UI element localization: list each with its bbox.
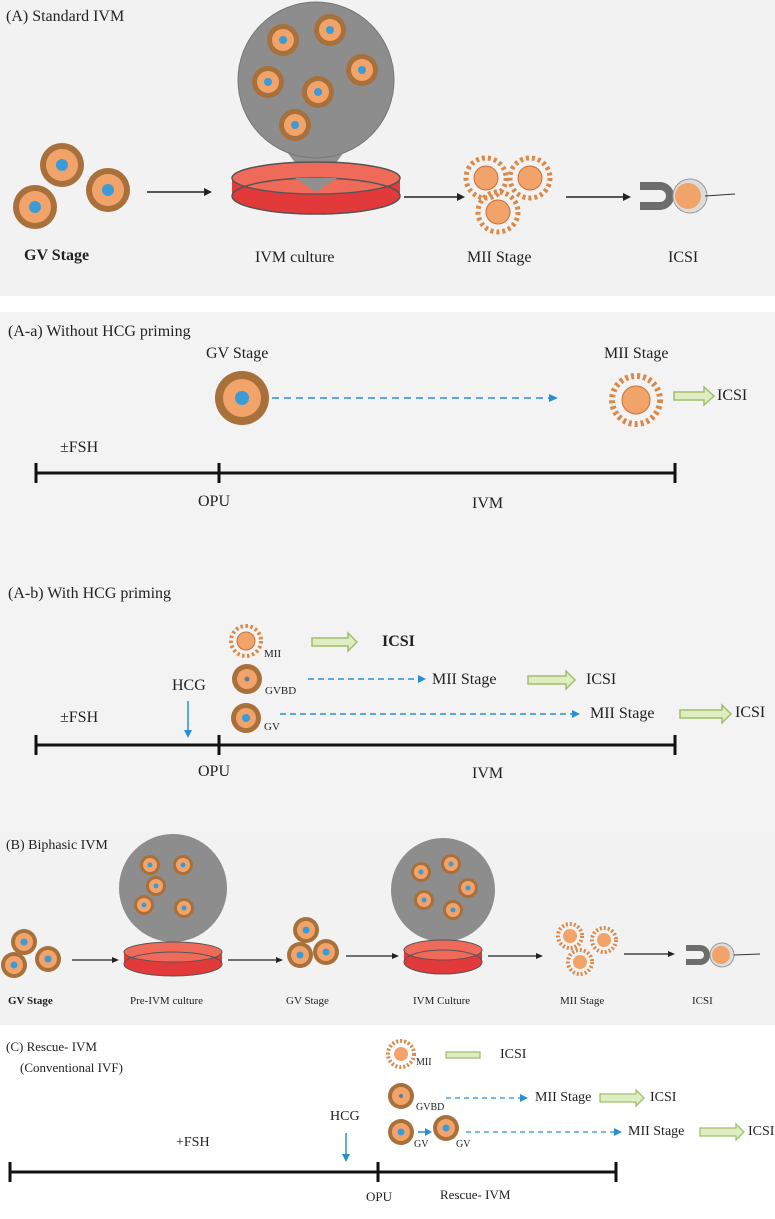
ab-opu: OPU: [198, 763, 231, 780]
c-fsh: +FSH: [176, 1135, 210, 1150]
c-icsi-2: ICSI: [650, 1090, 677, 1105]
c-gvbd: GVBD: [416, 1102, 445, 1113]
aa-icsi: ICSI: [717, 387, 748, 404]
c-gv-b: GV: [456, 1139, 471, 1150]
priming-graphics: [34, 371, 733, 755]
ab-gv: GV: [264, 721, 280, 733]
panel-a-title: (A) Standard IVM: [6, 8, 125, 25]
green-arrow-aa: [673, 385, 716, 407]
panel-c-title: (C) Rescue- IVM: [6, 1039, 97, 1054]
mii-oocyte-group: [463, 155, 553, 235]
aa-opu: OPU: [198, 493, 231, 510]
gvbd-oocyte-ab: [232, 664, 262, 694]
green-arrow-ab3: [679, 703, 733, 725]
mii-oocyte-aa: [609, 373, 663, 427]
aa-gv-stage: GV Stage: [206, 345, 269, 362]
ab-hcg: HCG: [172, 677, 206, 694]
ab-mii-stage-1: MII Stage: [432, 671, 497, 688]
c-mii-stage-1: MII Stage: [535, 1090, 592, 1105]
ab-mii-stage-2: MII Stage: [590, 705, 655, 722]
panel-b-graphics: [1, 834, 761, 978]
c-mii-stage-2: MII Stage: [628, 1124, 685, 1139]
b-gv-stage-1: GV Stage: [8, 995, 53, 1007]
gv-oocyte-ab: [231, 703, 261, 733]
green-arrow-ab2: [527, 669, 577, 691]
aa-ivm: IVM: [472, 495, 504, 512]
panel-biphasic-ivm: (B) Biphasic IVM GV Stage Pre-IVM cultur…: [0, 830, 775, 1025]
c-icsi-3: ICSI: [748, 1124, 775, 1139]
magnifier-bubble: [237, 1, 395, 190]
mii-stage-label: MII Stage: [467, 249, 532, 266]
ab-icsi-2: ICSI: [586, 671, 617, 688]
ab-ivm: IVM: [472, 765, 504, 782]
c-gv-a: GV: [414, 1139, 429, 1150]
ab-gvbd: GVBD: [265, 685, 297, 697]
c-opu: OPU: [366, 1189, 393, 1204]
ab-fsh: ±FSH: [60, 709, 99, 726]
icsi-pipette: [640, 178, 736, 214]
gv-oocyte-aa: [215, 371, 269, 425]
panel-c-graphics: [8, 1039, 745, 1182]
aa-fsh: ±FSH: [60, 439, 99, 456]
panel-aa-title: (A-a) Without HCG priming: [8, 323, 191, 340]
green-arrow-ab1: [311, 631, 359, 653]
icsi-label: ICSI: [668, 249, 699, 266]
ab-icsi-3: ICSI: [735, 704, 766, 721]
gv-stage-label: GV Stage: [24, 247, 90, 264]
panel-c-subtitle: (Conventional IVF): [20, 1060, 123, 1075]
panel-rescue-ivm: (C) Rescue- IVM (Conventional IVF) MII I…: [0, 1030, 775, 1219]
c-hcg: HCG: [330, 1109, 360, 1124]
aa-mii-stage: MII Stage: [604, 345, 669, 362]
panel-standard-ivm: (A) Standard IVM GV Stage IVM culture MI…: [0, 0, 775, 296]
b-gv-stage-2: GV Stage: [286, 995, 329, 1007]
mii-oocyte-ab: [229, 624, 263, 658]
gv-oocyte-group: [13, 143, 130, 229]
c-mii: MII: [416, 1057, 432, 1068]
b-mii-stage: MII Stage: [560, 995, 605, 1007]
ab-icsi-1: ICSI: [382, 633, 415, 650]
ivm-culture-label: IVM culture: [255, 249, 335, 266]
panel-priming: (A-a) Without HCG priming GV Stage MII S…: [0, 312, 775, 830]
b-icsi: ICSI: [692, 995, 713, 1007]
b-pre-ivm: Pre-IVM culture: [130, 995, 204, 1007]
b-ivm-culture: IVM Culture: [413, 995, 471, 1007]
culture-dish: [231, 161, 401, 215]
panel-b-title: (B) Biphasic IVM: [6, 838, 108, 853]
c-rescue-ivm: Rescue- IVM: [440, 1187, 511, 1202]
ab-mii: MII: [264, 648, 282, 660]
c-icsi-1: ICSI: [500, 1047, 527, 1062]
panel-a-graphics: [13, 1, 736, 235]
panel-ab-title: (A-b) With HCG priming: [8, 585, 172, 602]
